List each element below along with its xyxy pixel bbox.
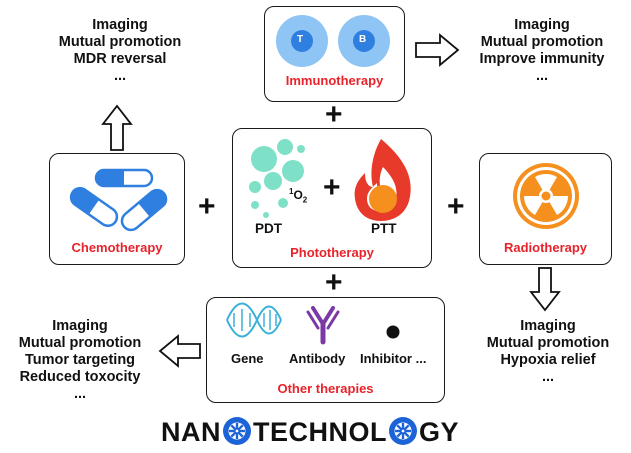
arrow-down-radio xyxy=(529,267,561,312)
capsule-left xyxy=(69,186,119,228)
flame-icon xyxy=(354,139,411,221)
dot-icon xyxy=(386,325,400,339)
arrow-right-immuno xyxy=(415,33,460,67)
chemotherapy-label: Chemotherapy xyxy=(71,240,163,255)
outcome-line: ... xyxy=(535,68,549,84)
inner-plus: + xyxy=(323,171,341,204)
singlet-oxygen-label: 1O2 xyxy=(289,187,307,204)
arrow-up-chemo xyxy=(101,104,133,151)
plus-right: + xyxy=(447,190,465,223)
title-part-2: TECHNOL xyxy=(253,417,387,447)
outcome-line: Hypoxia relief xyxy=(500,352,596,368)
t-cell-label: T xyxy=(297,34,304,45)
arrow-left-other xyxy=(158,334,201,368)
outcome-line: Imaging xyxy=(520,318,576,334)
gene-label: Gene xyxy=(231,351,264,366)
immune-cells-icon xyxy=(276,15,390,67)
plus-bottom: + xyxy=(325,266,343,299)
t-cell-nucleus xyxy=(291,30,313,52)
immunotherapy-label: Immunotherapy xyxy=(285,73,384,88)
outcome-line: Tumor targeting xyxy=(24,352,136,368)
other-therapies-label: Other therapies xyxy=(277,381,374,396)
ptt-label: PTT xyxy=(371,221,397,236)
outcomes-radiotherapy: Imaging Mutual promotion Hypoxia relief … xyxy=(468,318,628,386)
outcomes-other: Imaging Mutual promotion Tumor targeting… xyxy=(2,318,158,403)
capsule-top xyxy=(94,168,154,188)
pdt-label: PDT xyxy=(255,221,282,236)
outcomes-immunotherapy: Imaging Mutual promotion Improve immunit… xyxy=(458,17,626,85)
antibody-icon xyxy=(306,306,340,345)
chemotherapy-box: Chemotherapy xyxy=(49,153,185,265)
antibody-label: Antibody xyxy=(289,351,346,366)
singlet-oxygen-sub: 2 xyxy=(302,195,308,205)
wheel-icon xyxy=(223,417,251,445)
b-cell-label: B xyxy=(359,34,367,45)
phototherapy-box: 1O2 PDT + PTT Phototherapy xyxy=(232,128,432,268)
immunotherapy-box: T B Immunotherapy xyxy=(264,6,405,102)
title-part-1: NAN xyxy=(161,417,221,447)
title-part-3: GY xyxy=(419,417,460,447)
inhibitor-label: Inhibitor ... xyxy=(360,351,427,366)
outcome-line: ... xyxy=(541,369,555,385)
radiotherapy-box: Radiotherapy xyxy=(479,153,612,265)
singlet-oxygen-base: O xyxy=(293,188,303,202)
outcomes-chemotherapy: Imaging Mutual promotion MDR reversal ..… xyxy=(40,17,200,85)
dna-icon xyxy=(226,302,282,338)
wheel-icon xyxy=(389,417,417,445)
b-cell-nucleus xyxy=(353,30,375,52)
outcome-line: MDR reversal xyxy=(73,51,167,67)
plus-top: + xyxy=(325,98,343,131)
bubbles-icon xyxy=(249,139,305,218)
outcome-line: Improve immunity xyxy=(479,51,605,67)
outcome-line: Imaging xyxy=(52,318,108,334)
pill-capsules-icon xyxy=(69,168,168,232)
capsule-right xyxy=(120,188,168,232)
plus-left: + xyxy=(198,190,216,223)
radiation-icon xyxy=(513,163,579,229)
other-therapies-box: Gene Antibody Inhibitor ... Other therap… xyxy=(206,297,445,403)
outcome-line: Mutual promotion xyxy=(486,335,610,351)
outcome-line: Mutual promotion xyxy=(58,34,182,50)
singlet-oxygen-sup: 1 xyxy=(289,187,294,196)
outcome-line: ... xyxy=(73,386,87,402)
nanotechnology-title: NAN TECHNOL GY xyxy=(161,416,459,448)
outcome-line: Imaging xyxy=(92,17,148,33)
ptt-particle xyxy=(369,185,397,213)
radiotherapy-label: Radiotherapy xyxy=(503,240,588,255)
outcome-line: Mutual promotion xyxy=(18,335,142,351)
outcome-line: Reduced toxocity xyxy=(19,369,141,385)
phototherapy-label: Phototherapy xyxy=(290,245,374,260)
outcome-line: ... xyxy=(113,68,127,84)
outcome-line: Imaging xyxy=(514,17,570,33)
outcome-line: Mutual promotion xyxy=(480,34,604,50)
